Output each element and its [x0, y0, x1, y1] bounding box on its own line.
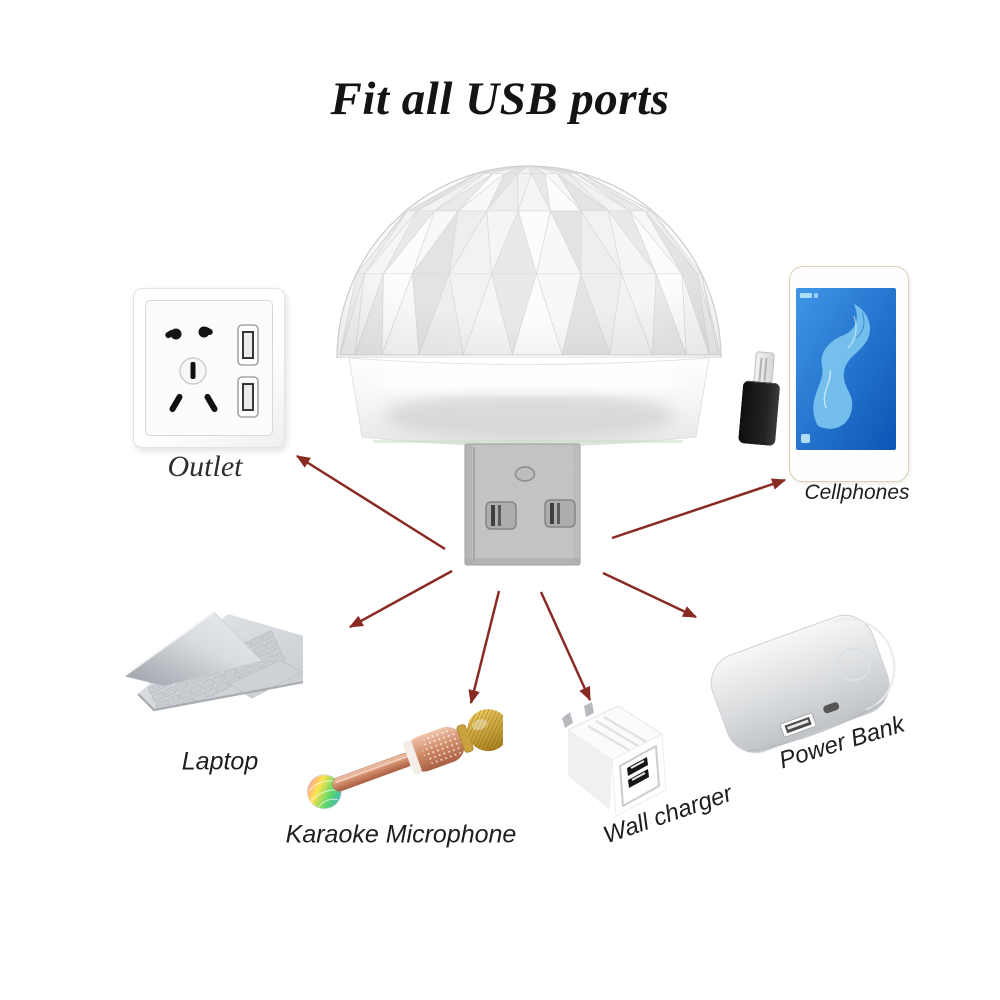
laptop-front-edge: [137, 681, 303, 712]
micro-usb-port: [823, 702, 840, 714]
water-splash-wallpaper: [813, 304, 870, 429]
charger-side-face: [568, 730, 612, 810]
karaoke-microphone-label: Karaoke Microphone: [285, 820, 517, 849]
adapter-body: [737, 380, 781, 447]
arrow-to-karaoke-microphone: [468, 590, 501, 705]
power-button: [836, 647, 871, 682]
power-bank-body: [710, 614, 890, 753]
usb-port-bottom: [237, 376, 259, 418]
cellphone-image: [789, 266, 909, 482]
page-title: Fit all USB ports: [330, 73, 670, 125]
arrow-to-wall-charger: [539, 591, 592, 702]
usb-port-top: [237, 324, 259, 366]
outlet-image: [133, 288, 285, 448]
power-bank-image: [710, 614, 896, 753]
usb-a-plug: [464, 443, 581, 566]
two-prong-socket: [165, 326, 213, 340]
laptop-label: Laptop: [181, 747, 259, 776]
karaoke-microphone-image: [306, 709, 503, 810]
arrow-to-cellphones: [611, 478, 787, 540]
outlet-sockets: [165, 324, 259, 418]
outlet-label: Outlet: [167, 450, 243, 483]
usb-disco-ball-image: [336, 165, 722, 566]
outlet-faceplate: [145, 300, 273, 436]
cellphones-label: Cellphones: [804, 481, 910, 504]
arrow-to-laptop: [348, 569, 453, 629]
wall-charger-image: [562, 702, 667, 817]
plug-prong: [584, 702, 594, 717]
port-bezel: [619, 745, 660, 807]
arrow-to-power-bank: [602, 571, 698, 619]
arrow-to-outlet: [296, 454, 446, 551]
speaker-grille: [421, 729, 463, 765]
three-prong-socket: [169, 357, 218, 413]
laptop-image: [123, 611, 303, 712]
phone-screen: [796, 288, 896, 450]
dock-app-icon: [801, 434, 810, 443]
plug-prong: [562, 712, 573, 728]
status-bar-icon: [800, 293, 812, 298]
plug-pilot-hole: [514, 466, 536, 482]
lightning-adapter-image: [737, 346, 791, 449]
